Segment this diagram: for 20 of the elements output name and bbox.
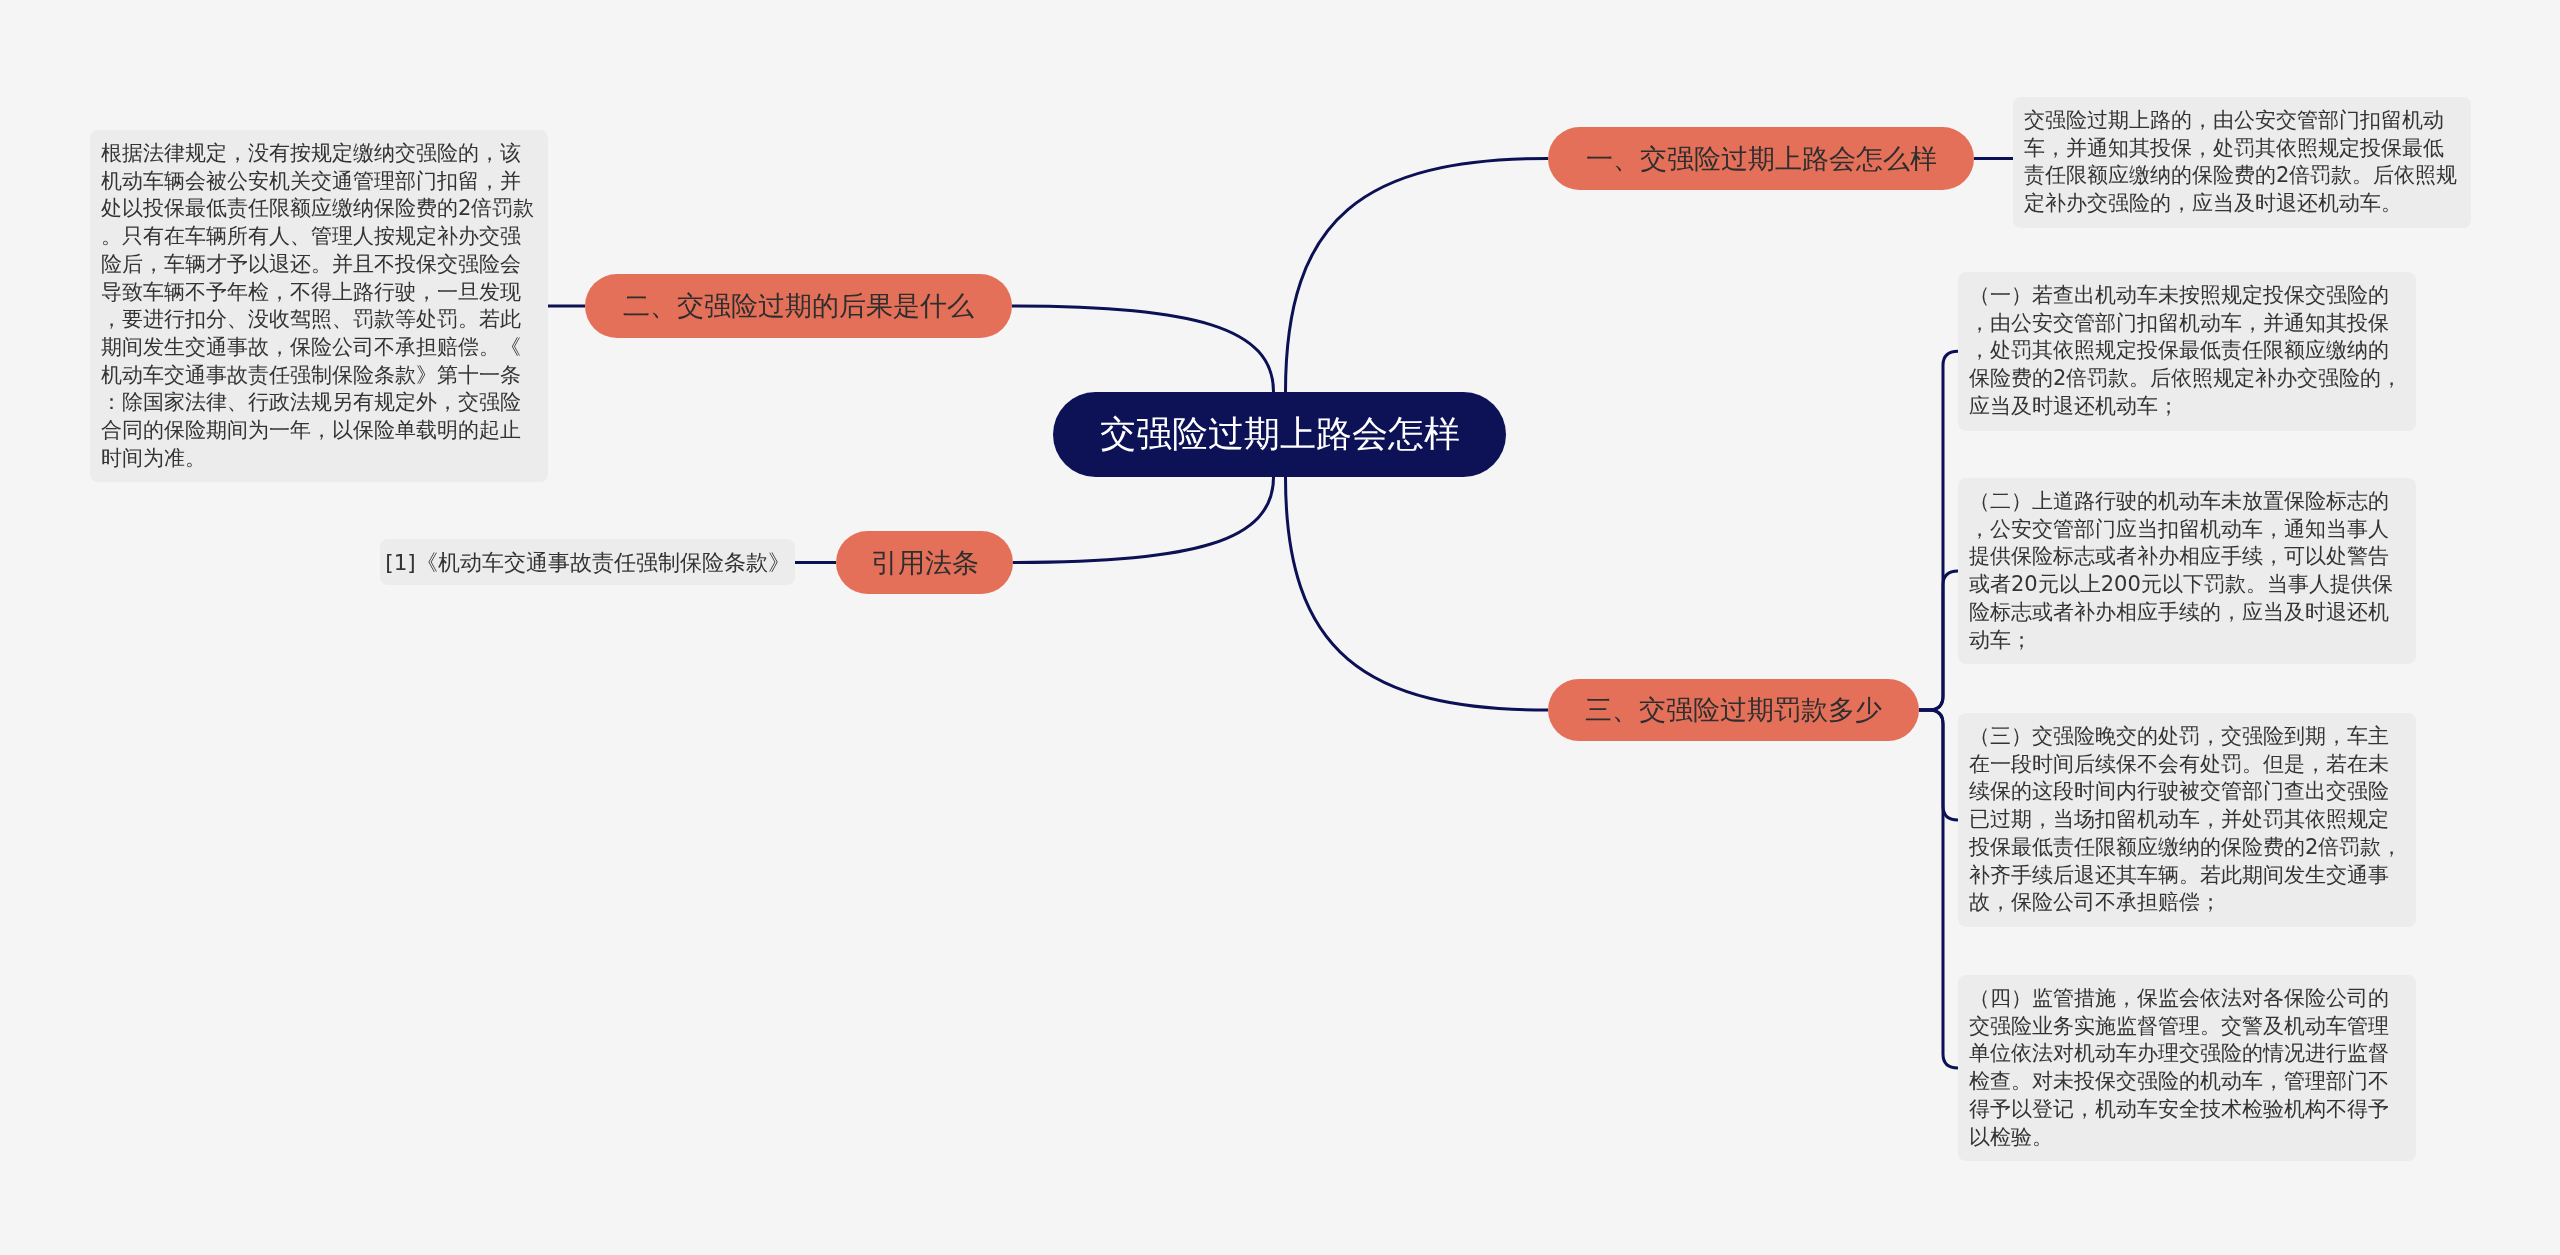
reference-note: [1]《机动车交通事故责任强制保险条款》 xyxy=(380,539,795,585)
note-card: （一）若查出机动车未按照规定投保交强险的，由公安交管部门扣留机动车，并通知其投保，处罚其依照规定投保最低责任限额应缴纳的保险费的2倍罚款。后依照规定补办交强险的，应当及时退还机动车； xyxy=(1958,272,2416,431)
connector-line xyxy=(1284,476,1549,712)
branch-topic: 二、交强险过期的后果是什么 xyxy=(585,274,1012,338)
central-topic: 交强险过期上路会怎样 xyxy=(1053,392,1506,477)
note-card: （二）上道路行驶的机动车未放置保险标志的，公安交管部门应当扣留机动车，通知当事人提供保险标志或者补办相应手续，可以处警告或者20元以上200元以下罚款。当事人提供保险标志或者补办相应手续的，应当及时退还机动车； xyxy=(1958,478,2416,665)
connector-line xyxy=(1284,157,1549,393)
note-card: 根据法律规定，没有按规定缴纳交强险的，该机动车辆会被公安机关交通管理部门扣留，并处以投保最低责任限额应缴纳保险费的2倍罚款。只有在车辆所有人、管理人按规定补办交强险后，车辆才予以退还。并且不投保交强险会导致车辆不予年检，不得上路行驶，一旦发现，要进行扣分、没收驾照、罚款等处罚。若此期间发生交通事故，保险公司不承担赔偿。《机动车交通事故责任强制保险条款》第十一条：除国家法律、行政法规另有规定外，交强险合同的保险期间为一年，以保险单载明的起止时间为准。 xyxy=(90,130,548,483)
branch-topic: 三、交强险过期罚款多少 xyxy=(1548,679,1919,741)
connector-line xyxy=(1012,304,1275,393)
note-card: 交强险过期上路的，由公安交管部门扣留机动车，并通知其投保，处罚其依照规定投保最低责任限额应缴纳的保险费的2倍罚款。后依照规定补办交强险的，应当及时退还机动车。 xyxy=(2013,97,2471,228)
note-card: （三）交强险晚交的处罚，交强险到期，车主在一段时间后续保不会有处罚。但是，若在未续保的这段时间内行驶被交管部门查出交强险已过期，当场扣留机动车，并处罚其依照规定投保最低责任限额应缴纳的保险费的2倍罚款，补齐手续后退还其车辆。若此期间发生交通事故，保险公司不承担赔偿； xyxy=(1958,713,2416,927)
connector-line xyxy=(795,561,836,564)
connector-line xyxy=(548,304,585,308)
note-card: （四）监管措施，保监会依法对各保险公司的交强险业务实施监督管理。交警及机动车管理单位依法对机动车办理交强险的情况进行监督检查。对未投保交强险的机动车，管理部门不得予以登记，机动车安全技术检验机构不得予以检验。 xyxy=(1958,975,2416,1162)
connector-line xyxy=(1974,157,2013,160)
connector-line xyxy=(1013,476,1275,564)
connector-line xyxy=(1919,708,1959,1070)
branch-topic: 一、交强险过期上路会怎么样 xyxy=(1548,127,1974,190)
branch-topic: 引用法条 xyxy=(836,531,1013,594)
